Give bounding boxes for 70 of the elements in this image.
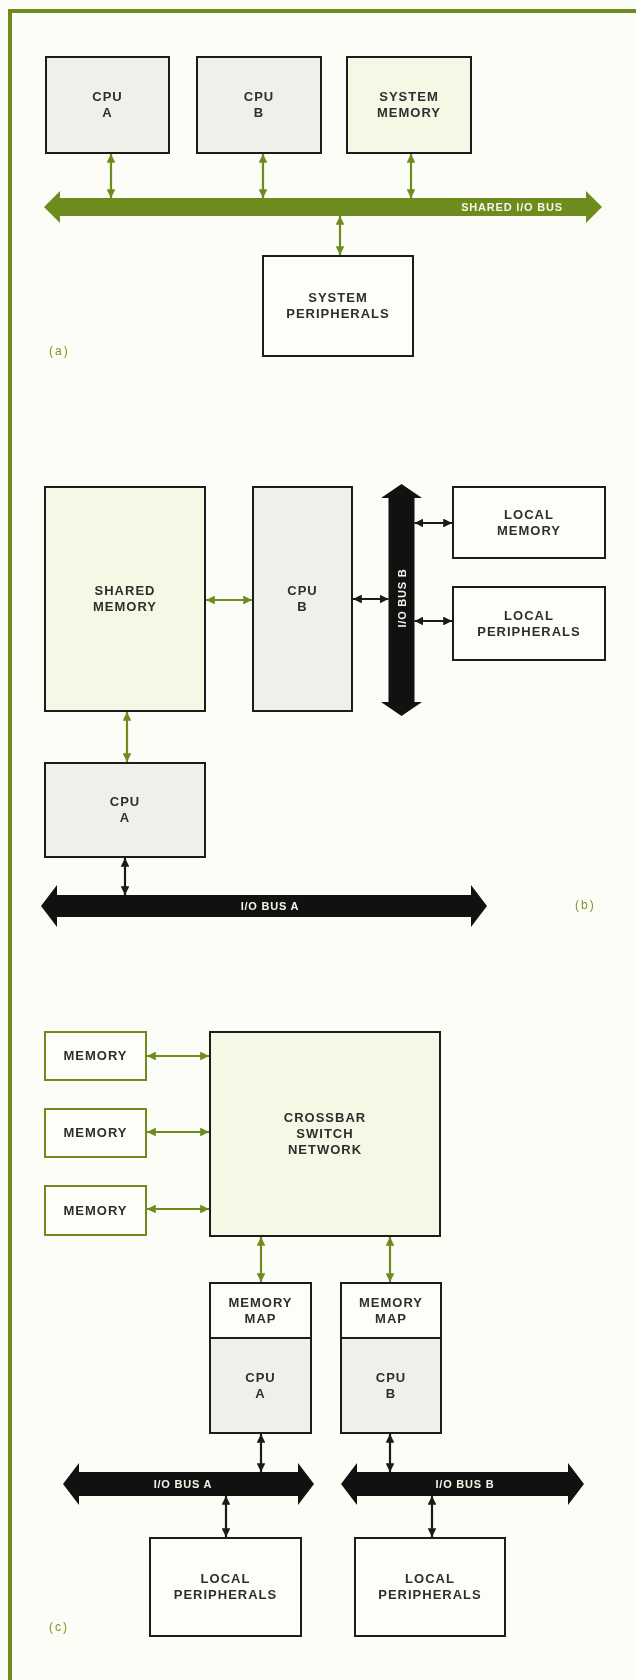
box-label: SHARED MEMORY — [92, 583, 158, 615]
memory-map-box — [340, 1282, 442, 1339]
double-arrow — [414, 518, 452, 528]
double-arrow — [106, 154, 116, 198]
box-label: LOCAL MEMORY — [496, 506, 562, 539]
peripherals-box — [452, 586, 606, 661]
box-label: MEMORY MAP — [358, 1294, 424, 1327]
peripherals-box — [354, 1537, 506, 1637]
cpu-box — [196, 56, 322, 154]
bus-label: I/O BUS A — [240, 900, 300, 912]
box-label: CROSSBAR SWITCH NETWORK — [282, 1110, 368, 1158]
memory-box — [452, 486, 606, 559]
memory-box — [44, 1031, 147, 1081]
box-label: CPU A — [91, 89, 124, 121]
bus-band — [381, 484, 422, 716]
box-label: MEMORY — [63, 1048, 128, 1064]
double-arrow — [120, 858, 130, 895]
box-label: MEMORY MAP — [227, 1294, 294, 1327]
double-arrow — [256, 1434, 266, 1472]
memory-map-box — [209, 1282, 312, 1339]
double-arrow — [206, 595, 252, 605]
memory-box — [44, 486, 206, 712]
box-label: MEMORY — [63, 1202, 128, 1219]
panel-label: (b) — [575, 898, 596, 912]
double-arrow — [414, 616, 452, 626]
double-arrow — [406, 154, 416, 198]
bus-band — [41, 885, 487, 927]
cpu-box — [340, 1337, 442, 1434]
box-label: CPU B — [374, 1369, 408, 1402]
bus-band — [44, 191, 602, 223]
panel-label: (a) — [49, 344, 70, 358]
bus-label: I/O BUS A — [153, 1478, 213, 1490]
crossbar-box — [209, 1031, 441, 1237]
box-label: CPU B — [286, 583, 319, 615]
double-arrow — [147, 1127, 209, 1137]
box-label: CPU A — [108, 794, 142, 826]
double-arrow — [221, 1496, 231, 1537]
box-label: LOCAL PERIPHERALS — [377, 1571, 483, 1603]
bus-band — [341, 1463, 584, 1505]
double-arrow — [122, 712, 132, 762]
memory-box — [346, 56, 472, 154]
double-arrow — [258, 154, 268, 198]
peripherals-box — [149, 1537, 302, 1637]
bus-label: I/O BUS B — [435, 1478, 495, 1490]
cpu-box — [44, 762, 206, 858]
double-arrow — [353, 594, 389, 604]
double-arrow — [385, 1237, 395, 1282]
box-label: SYSTEM MEMORY — [376, 89, 442, 121]
cpu-box — [209, 1337, 312, 1434]
double-arrow — [256, 1237, 266, 1282]
double-arrow — [147, 1204, 209, 1214]
double-arrow — [335, 216, 345, 255]
cpu-box — [45, 56, 170, 154]
bus-label: SHARED I/O BUS — [461, 201, 563, 213]
box-label: SYSTEM PERIPHERALS — [285, 290, 391, 322]
double-arrow — [427, 1496, 437, 1537]
memory-box — [44, 1108, 147, 1158]
box-label: CPU A — [244, 1369, 277, 1402]
memory-box — [44, 1185, 147, 1236]
box-label: LOCAL PERIPHERALS — [172, 1571, 279, 1603]
bus-label: I/O BUS B — [395, 568, 408, 628]
double-arrow — [147, 1051, 209, 1061]
box-label: LOCAL PERIPHERALS — [476, 607, 582, 640]
panel-label: (c) — [49, 1620, 69, 1634]
box-label: CPU B — [242, 89, 276, 121]
peripherals-box — [262, 255, 414, 357]
box-label: MEMORY — [63, 1125, 128, 1141]
bus-band — [63, 1463, 314, 1505]
cpu-box — [252, 486, 353, 712]
double-arrow — [385, 1434, 395, 1472]
